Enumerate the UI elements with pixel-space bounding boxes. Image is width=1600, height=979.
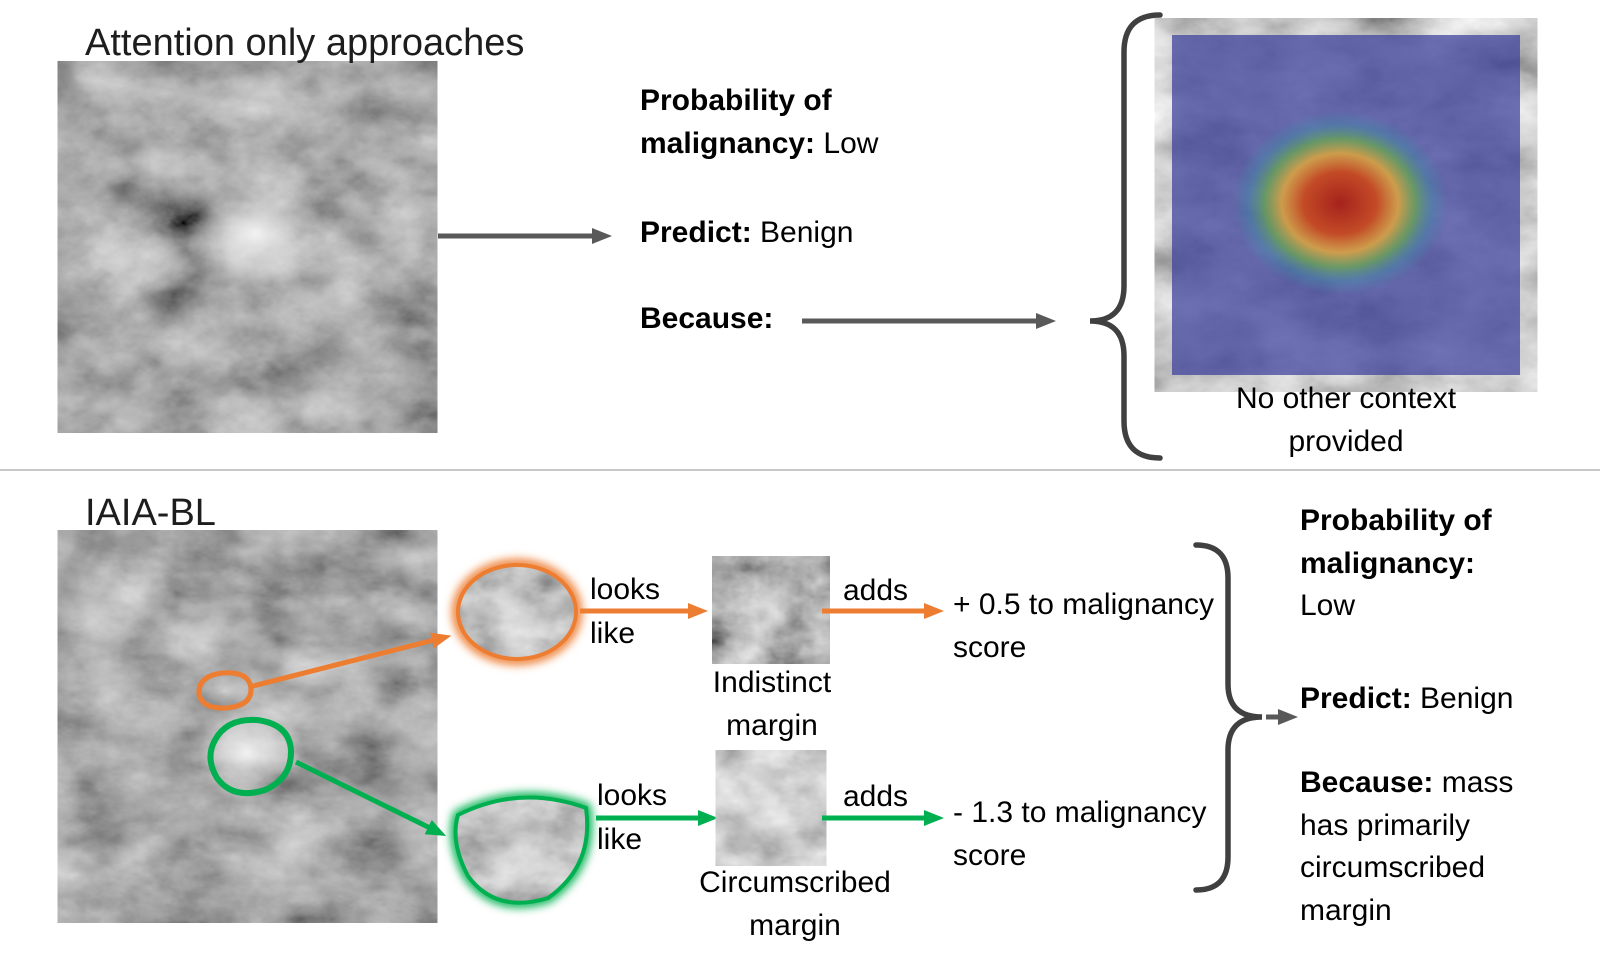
prototype-patch-circumscribed — [725, 760, 817, 856]
looks-like-label-row2: looks like — [597, 779, 668, 856]
result-probability-value: Low — [1300, 589, 1356, 623]
adds-label-row1: adds — [843, 574, 909, 607]
result-probability-label: Probability of malignancy: — [1300, 504, 1492, 580]
score-text-row2: - 1.3 to malignancy score — [953, 796, 1207, 872]
curly-brace-heatmap — [1089, 12, 1163, 461]
looks-like-label-row1: looks like — [590, 573, 661, 650]
result-because-value: mass has primarily circumscribed margin — [1300, 766, 1514, 927]
score-text-row1: + 0.5 to malignancy score — [953, 588, 1214, 664]
arrow-orange-region-to-patch — [252, 632, 452, 689]
adds-label-row2: adds — [843, 780, 909, 813]
mammogram-attention-image — [75, 78, 420, 416]
result-predict-text: Predict: Benign — [1300, 678, 1560, 721]
top-predict-label: Predict: — [640, 216, 752, 249]
result-because-text: Because: mass has primarily circumscribe… — [1300, 762, 1532, 932]
top-predict-value: Benign — [760, 216, 854, 249]
arrow-green-region-to-patch — [294, 759, 447, 836]
result-predict-value: Benign — [1420, 682, 1514, 715]
orange-region-outline — [196, 670, 254, 711]
activation-patch-green — [450, 792, 593, 908]
heatmap-caption: No other context provided — [1235, 382, 1457, 458]
result-predict-label: Predict: — [1300, 682, 1412, 715]
top-section-title: Attention only approaches — [85, 22, 525, 64]
top-predict-text: Predict: Benign — [640, 212, 960, 255]
top-because-label: Because: — [640, 302, 774, 335]
patch-caption-circumscribed: Circumscribed margin — [699, 866, 891, 942]
top-probability-text: Probability of malignancy: Low — [640, 80, 912, 165]
attention-heatmap-image — [1172, 35, 1520, 375]
bottom-section-title: IAIA-BL — [85, 492, 216, 534]
top-probability-value: Low — [823, 126, 879, 160]
prototype-patch-indistinct — [722, 565, 820, 655]
mammogram-iaiabl-image — [75, 548, 420, 905]
patch-caption-indistinct: Indistinct margin — [712, 666, 832, 742]
top-probability-label: Probability of malignancy: — [640, 84, 832, 160]
curly-brace-scores — [1193, 542, 1263, 893]
result-probability-text: Probability of malignancy: Low — [1300, 500, 1532, 628]
green-region-outline — [207, 716, 295, 796]
activation-patch-orange — [452, 559, 582, 665]
result-because-label: Because: — [1300, 766, 1434, 799]
